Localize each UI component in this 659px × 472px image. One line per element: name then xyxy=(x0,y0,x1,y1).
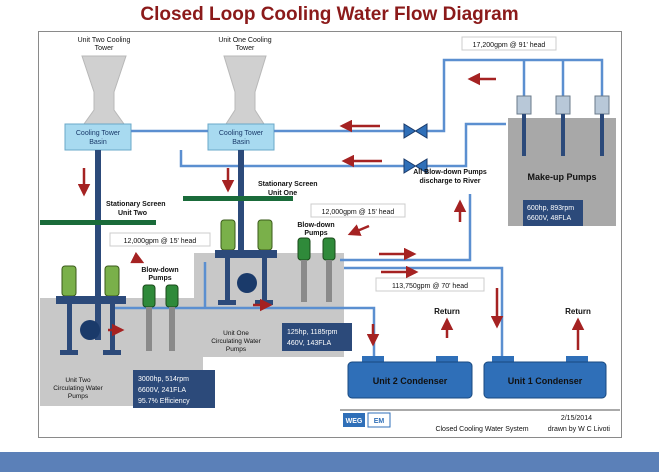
unit-two-screen-label: Stationary Screen xyxy=(106,201,166,208)
unit-one-screen-label: Stationary Screen xyxy=(258,181,318,188)
em-logo xyxy=(367,412,391,428)
footer-author: drawn by W C Livoti xyxy=(548,426,611,433)
weg-logo xyxy=(343,413,365,427)
blowdown-two-flow-label: 12,000gpm @ 15' head xyxy=(124,238,197,245)
unit-one-cooling-tower-icon xyxy=(223,55,267,125)
return-label-a: Return xyxy=(434,307,460,316)
unit-two-blowdown-label: Blow-down xyxy=(141,267,178,274)
blowdown-note: All Blow-down Pumps xyxy=(413,169,487,176)
unit-one-condenser xyxy=(483,356,607,399)
makeup-flow-label: 17,200gpm @ 91' head xyxy=(473,42,546,49)
blowdown-one-flow-box xyxy=(310,203,406,218)
unit-one-basin-label: Cooling Tower xyxy=(219,130,264,137)
unit-two-basin xyxy=(64,123,132,151)
footer-system: Closed Cooling Water System xyxy=(435,426,528,433)
makeup-pumps-icon xyxy=(516,95,610,156)
em-logo-text: EM xyxy=(374,418,385,425)
unit-one-spec-2: 460V, 143FLA xyxy=(287,340,331,347)
unit-one-basin-label-2: Basin xyxy=(232,139,250,146)
main-flow-box xyxy=(375,277,485,292)
unit-one-screen-label-2: Unit One xyxy=(268,190,297,197)
lower-valve-icon xyxy=(403,158,428,174)
upper-valve-icon xyxy=(403,123,428,139)
unit-two-spec-box xyxy=(133,370,215,408)
unit-two-cooling-tower-icon xyxy=(81,55,127,125)
makeup-spec-1: 600hp, 893rpm xyxy=(527,205,574,212)
unit-two-blowdown-pumps-icon xyxy=(142,284,179,351)
unit-one-blowdown-label: Blow-down xyxy=(297,222,334,229)
unit-two-screen xyxy=(40,220,156,225)
unit-one-circ-label-3: Pumps xyxy=(226,346,247,353)
unit-one-blowdown-pumps-icon xyxy=(297,237,336,302)
unit-one-basin xyxy=(207,123,275,151)
makeup-flow-box xyxy=(461,36,557,51)
unit-two-blowdown-label-2: Pumps xyxy=(148,275,171,282)
blowdown-note-2: discharge to River xyxy=(419,178,480,185)
unit-one-tower-label: Unit One Cooling xyxy=(218,37,271,44)
unit-two-screen-label-2: Unit Two xyxy=(118,210,147,217)
bottom-bar xyxy=(0,452,659,472)
unit-two-tower-label-2: Tower xyxy=(95,45,114,52)
unit-one-blowdown-label-2: Pumps xyxy=(304,230,327,237)
return-label-b: Return xyxy=(565,307,591,316)
unit-one-spec-box xyxy=(282,323,352,351)
weg-logo-text: WEG xyxy=(346,418,363,425)
unit-one-screen xyxy=(183,196,293,201)
makeup-spec-box xyxy=(523,200,583,226)
unit-two-circ-label-1: Unit Two xyxy=(65,377,91,384)
unit-one-circ-label-2: Circulating Water xyxy=(211,338,261,345)
makeup-spec-2: 6600V, 48FLA xyxy=(527,215,571,222)
unit-two-circ-label-2: Circulating Water xyxy=(53,385,103,392)
unit-two-spec-2: 6600V, 241FLA xyxy=(138,387,186,394)
unit-one-spec-1: 125hp, 1185rpm xyxy=(287,329,338,336)
flow-arrows xyxy=(77,72,585,350)
unit-one-circ-pumps-icon xyxy=(215,219,277,305)
footer-date: 2/15/2014 xyxy=(561,415,592,422)
unit-two-circ-label-3: Pumps xyxy=(68,393,89,400)
makeup-pumps-label: Make-up Pumps xyxy=(527,172,596,182)
unit-one-circ-label-1: Unit One xyxy=(223,330,249,337)
unit-two-spec-3: 95.7% Efficiency xyxy=(138,398,190,405)
unit-two-basin-label-2: Basin xyxy=(89,139,107,146)
unit-one-tower-label-2: Tower xyxy=(236,45,255,52)
unit-two-tower-label: Unit Two Cooling xyxy=(78,37,131,44)
unit-one-condenser-label: Unit 1 Condenser xyxy=(508,376,583,386)
blowdown-two-flow-box xyxy=(109,232,211,247)
unit-two-spec-1: 3000hp, 514rpm xyxy=(138,376,189,383)
unit-two-condenser-label: Unit 2 Condenser xyxy=(373,376,448,386)
unit-two-condenser xyxy=(347,356,473,399)
page-title: Closed Loop Cooling Water Flow Diagram xyxy=(140,4,519,25)
blowdown-one-flow-label: 12,000gpm @ 15' head xyxy=(322,209,395,216)
main-flow-label: 113,750gpm @ 70' head xyxy=(392,283,468,290)
unit-two-basin-label: Cooling Tower xyxy=(76,130,121,137)
